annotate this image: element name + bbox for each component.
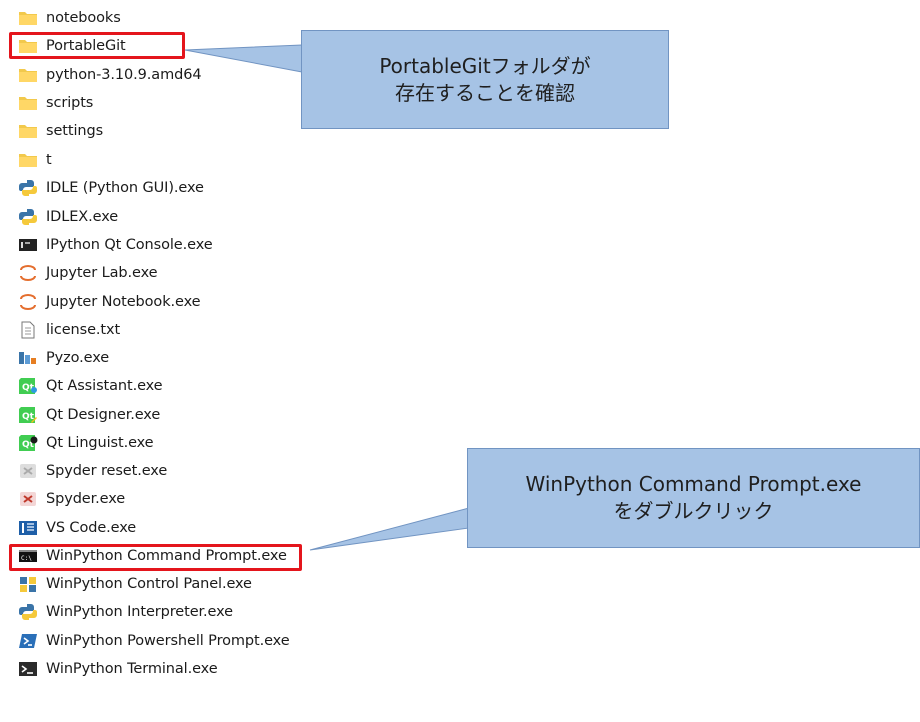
file-row-qt-designer[interactable]: Qt Qt Designer.exe	[18, 402, 160, 428]
file-row-license[interactable]: license.txt	[18, 317, 120, 343]
file-name: PortableGit	[46, 38, 126, 54]
file-name: IPython Qt Console.exe	[46, 237, 213, 253]
portablegit-callout-pointer	[184, 44, 303, 73]
file-name: WinPython Command Prompt.exe	[46, 548, 287, 564]
file-row-winpython-command-prompt[interactable]: C:\ WinPython Command Prompt.exe	[18, 543, 287, 569]
file-name: license.txt	[46, 322, 121, 338]
file-row-vscode[interactable]: VS Code.exe	[18, 515, 136, 541]
file-row-idle[interactable]: IDLE (Python GUI).exe	[18, 175, 204, 201]
spyder-icon	[18, 490, 38, 508]
python-icon	[18, 208, 38, 226]
folder-icon	[18, 122, 38, 140]
file-row-winpython-powershell[interactable]: WinPython Powershell Prompt.exe	[18, 628, 290, 654]
jupyter-icon	[18, 293, 38, 311]
file-name: scripts	[46, 95, 94, 111]
qt-linguist-icon: Qt	[18, 434, 38, 452]
folder-icon	[18, 9, 38, 27]
qt-assistant-icon: Qt	[18, 377, 38, 395]
svg-text:Qt: Qt	[22, 383, 35, 393]
command-prompt-icon: C:\	[18, 547, 38, 565]
file-name: Qt Designer.exe	[46, 407, 161, 423]
file-row-qt-linguist[interactable]: Qt Qt Linguist.exe	[18, 430, 154, 456]
file-name: t	[46, 152, 52, 168]
file-row-jupyter-notebook[interactable]: Jupyter Notebook.exe	[18, 289, 201, 315]
vscode-icon	[18, 519, 38, 537]
callout-text-line2: 存在することを確認	[395, 80, 575, 105]
text-file-icon	[18, 321, 38, 339]
portablegit-highlight-box	[9, 32, 185, 59]
file-name: WinPython Terminal.exe	[46, 661, 218, 677]
jupyter-icon	[18, 264, 38, 282]
file-row-spyder[interactable]: Spyder.exe	[18, 486, 125, 512]
file-row-winpython-terminal[interactable]: WinPython Terminal.exe	[18, 656, 218, 682]
portablegit-callout: PortableGitフォルダが 存在することを確認	[301, 30, 669, 129]
file-row-pyzo[interactable]: Pyzo.exe	[18, 345, 109, 371]
file-row-t[interactable]: t	[18, 147, 52, 173]
file-name: Qt Linguist.exe	[46, 435, 154, 451]
file-name: WinPython Interpreter.exe	[46, 604, 233, 620]
file-row-portablegit[interactable]: PortableGit	[18, 33, 126, 59]
qt-designer-icon: Qt	[18, 406, 38, 424]
svg-text:C:\: C:\	[21, 555, 32, 562]
file-row-notebooks[interactable]: notebooks	[18, 5, 121, 31]
folder-icon	[18, 37, 38, 55]
file-row-idlex[interactable]: IDLEX.exe	[18, 204, 118, 230]
file-name: Spyder reset.exe	[46, 463, 168, 479]
python-icon	[18, 603, 38, 621]
svg-text:Qt: Qt	[22, 440, 35, 450]
callout-text-line2: をダブルクリック	[613, 499, 774, 523]
file-row-winpython-interpreter[interactable]: WinPython Interpreter.exe	[18, 599, 233, 625]
file-name: Pyzo.exe	[46, 350, 110, 366]
file-name: notebooks	[46, 10, 121, 26]
file-name: WinPython Powershell Prompt.exe	[46, 633, 290, 649]
file-name: Jupyter Lab.exe	[46, 265, 158, 281]
file-name: VS Code.exe	[46, 520, 137, 536]
powershell-icon	[18, 632, 38, 650]
file-name: IDLE (Python GUI).exe	[46, 180, 204, 196]
pyzo-icon	[18, 349, 38, 367]
file-row-python-folder[interactable]: python-3.10.9.amd64	[18, 62, 202, 88]
file-name: Spyder.exe	[46, 491, 126, 507]
file-name: Qt Assistant.exe	[46, 378, 163, 394]
folder-icon	[18, 66, 38, 84]
file-name: Jupyter Notebook.exe	[46, 294, 201, 310]
terminal-icon	[18, 660, 38, 678]
file-name: python-3.10.9.amd64	[46, 67, 202, 83]
spyder-reset-icon	[18, 462, 38, 480]
control-panel-icon	[18, 575, 38, 593]
command-prompt-callout-pointer	[309, 507, 470, 551]
ipython-console-icon	[18, 236, 38, 254]
file-row-qt-assistant[interactable]: Qt Qt Assistant.exe	[18, 373, 163, 399]
file-row-ipython[interactable]: IPython Qt Console.exe	[18, 232, 213, 258]
callout-text-line1: PortableGitフォルダが	[379, 53, 591, 78]
file-row-scripts[interactable]: scripts	[18, 90, 93, 116]
folder-icon	[18, 94, 38, 112]
folder-icon	[18, 151, 38, 169]
python-icon	[18, 179, 38, 197]
command-prompt-callout: WinPython Command Prompt.exe をダブルクリック	[467, 448, 920, 548]
file-name: IDLEX.exe	[46, 209, 119, 225]
command-prompt-highlight-box	[9, 544, 302, 571]
file-name: WinPython Control Panel.exe	[46, 576, 252, 592]
file-name: settings	[46, 123, 104, 139]
file-row-winpython-control-panel[interactable]: WinPython Control Panel.exe	[18, 571, 252, 597]
file-row-jupyter-lab[interactable]: Jupyter Lab.exe	[18, 260, 158, 286]
callout-text-line1: WinPython Command Prompt.exe	[525, 472, 862, 496]
file-row-spyder-reset[interactable]: Spyder reset.exe	[18, 458, 167, 484]
file-row-settings[interactable]: settings	[18, 118, 103, 144]
svg-text:Qt: Qt	[22, 412, 35, 422]
